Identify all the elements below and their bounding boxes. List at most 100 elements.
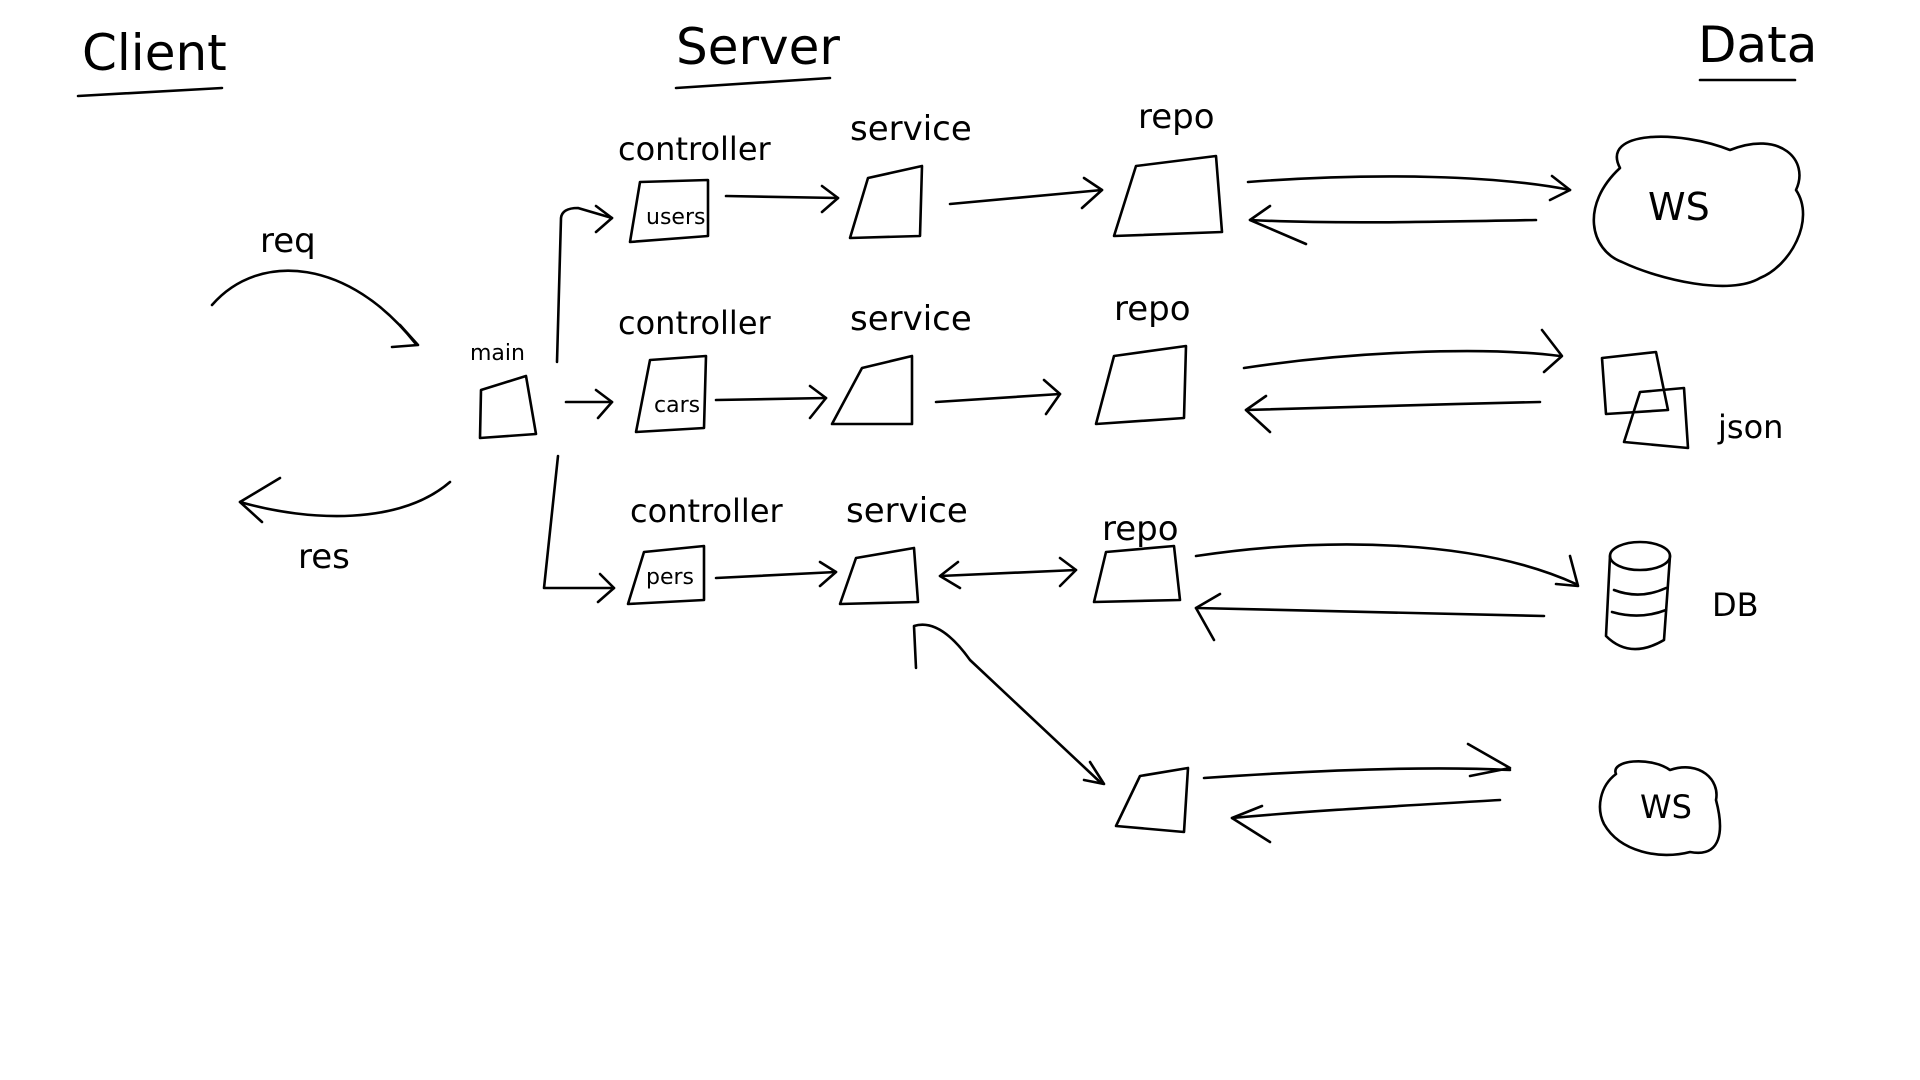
extra-store-text: WS <box>1640 788 1692 826</box>
db-top <box>1608 540 1672 572</box>
pers-repo-to-service-head <box>938 560 962 590</box>
db-body <box>1604 554 1672 651</box>
pers-repo-to-store-arrow <box>1194 543 1578 586</box>
users-service-label: service <box>850 109 972 149</box>
pers-to-service-arrow <box>714 570 838 580</box>
cars-service-label: service <box>850 299 972 339</box>
request-arrow-line <box>210 269 417 345</box>
users-to-service-head <box>820 184 840 214</box>
users-repo-box <box>1112 154 1224 238</box>
route-to-pers-head <box>596 572 616 604</box>
cars-service-to-repo-head <box>1042 378 1062 416</box>
db-ring-2 <box>1610 608 1668 617</box>
pers-repo-label: repo <box>1102 509 1179 549</box>
cars-controller-label: controller <box>618 304 772 342</box>
users-repo-label: repo <box>1138 97 1215 137</box>
main-node: main <box>470 341 538 440</box>
users-controller-box <box>628 178 710 244</box>
extra-store-to-repo-arrow <box>1230 798 1502 820</box>
req-label: req <box>260 221 316 261</box>
server-underline <box>674 76 832 90</box>
cars-service-to-repo-arrow <box>934 392 1062 404</box>
users-store-text: WS <box>1648 185 1710 229</box>
cars-store-label: json <box>1717 408 1783 446</box>
users-store-to-repo-arrow <box>1248 218 1538 224</box>
db-ring-1 <box>1612 586 1668 596</box>
pers-controller-box <box>626 544 706 606</box>
request-arrow-head <box>390 323 420 349</box>
cars-to-service-arrow <box>714 396 828 402</box>
cloud-icon <box>1592 135 1805 288</box>
extra-row: WS <box>912 623 1722 857</box>
server-heading: Server <box>674 18 840 90</box>
response-arrow-line <box>238 480 452 518</box>
file-front <box>1622 386 1690 450</box>
cars-store-to-repo-head <box>1244 394 1272 434</box>
pers-service-box <box>838 546 920 606</box>
pers-store-to-repo-arrow <box>1194 606 1546 618</box>
pers-store-to-repo-head <box>1194 592 1222 642</box>
extra-repo-box <box>1114 766 1190 834</box>
users-repo-to-store-head <box>1548 174 1572 202</box>
pers-row: controller pers service repo DB <box>626 491 1759 651</box>
pers-to-service-head <box>818 560 838 588</box>
cars-repo-to-store-head <box>1540 328 1564 374</box>
cars-store: json <box>1600 350 1783 450</box>
response-arrow-head <box>238 476 282 524</box>
res-label: res <box>298 537 350 577</box>
request-arrow: req <box>210 221 420 349</box>
users-store-to-repo-head <box>1248 204 1308 246</box>
cars-to-service-head <box>808 384 828 420</box>
extra-repo-to-store-arrow <box>1202 767 1512 780</box>
data-heading: Data <box>1698 16 1817 82</box>
client-underline <box>76 86 224 98</box>
pers-repo-to-store-head <box>1554 554 1580 588</box>
extra-store: WS <box>1598 759 1722 857</box>
client-heading: Client <box>76 24 227 98</box>
cars-controller-box <box>634 354 708 434</box>
main-label: main <box>470 341 525 366</box>
users-service-to-repo-arrow <box>948 188 1104 206</box>
main-box <box>478 374 538 440</box>
users-controller-text: users <box>646 205 705 230</box>
response-arrow: res <box>238 476 452 577</box>
cars-repo-label: repo <box>1114 289 1191 329</box>
users-repo-to-store-arrow <box>1246 175 1572 192</box>
route-to-users-head <box>594 204 614 234</box>
users-service-to-repo-head <box>1080 176 1104 210</box>
cars-repo-to-store-arrow <box>1242 349 1562 370</box>
users-row: controller users service repo WS <box>618 97 1805 288</box>
data-heading-text: Data <box>1698 16 1817 74</box>
pers-repo-box <box>1092 544 1182 604</box>
cars-store-to-repo-arrow <box>1244 400 1542 412</box>
pers-controller-text: pers <box>646 565 694 590</box>
client-heading-text: Client <box>82 24 227 82</box>
cars-service-box <box>830 354 914 426</box>
route-to-pers <box>542 454 616 590</box>
file-back <box>1600 350 1670 416</box>
users-service-box <box>848 164 924 240</box>
route-to-cars-head <box>594 388 614 420</box>
pers-controller-label: controller <box>630 492 784 530</box>
files-icon <box>1600 350 1690 450</box>
cloud-icon <box>1598 759 1722 857</box>
pers-service-label: service <box>846 491 968 531</box>
pers-service-repo-link <box>938 568 1078 578</box>
server-heading-text: Server <box>676 18 840 76</box>
service-to-extra-repo-arrow <box>912 623 1102 784</box>
router-arrows <box>542 204 616 604</box>
service-to-extra-repo-head <box>1082 760 1106 786</box>
users-store: WS <box>1592 135 1805 288</box>
users-to-service-arrow <box>724 194 840 200</box>
pers-service-to-repo-head <box>1058 556 1078 588</box>
database-icon <box>1604 540 1672 651</box>
pers-store-label: DB <box>1712 586 1759 624</box>
cars-controller-text: cars <box>654 393 700 418</box>
extra-store-to-repo-head <box>1230 804 1272 844</box>
extra-repo-to-store-head <box>1466 742 1512 778</box>
route-to-users <box>555 206 614 364</box>
cars-repo-box <box>1094 344 1188 426</box>
cars-row: controller cars service repo json <box>618 289 1783 450</box>
users-controller-label: controller <box>618 130 772 168</box>
